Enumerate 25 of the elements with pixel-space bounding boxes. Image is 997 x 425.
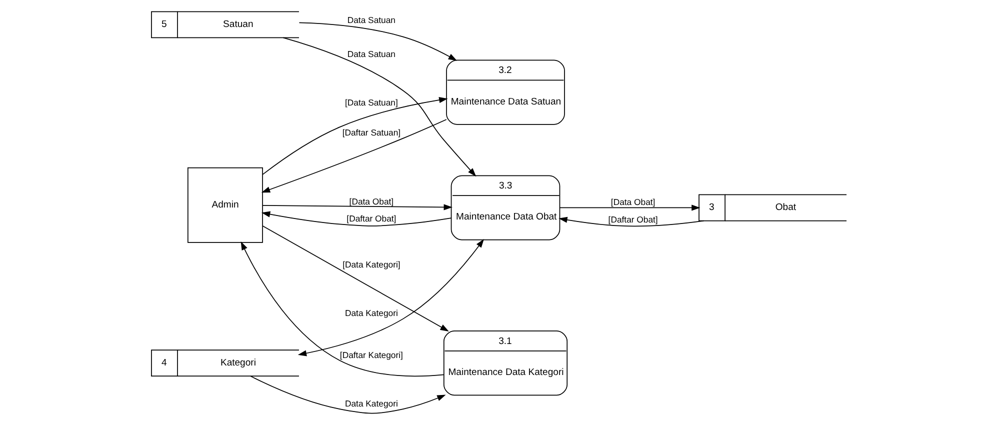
arrow — [558, 204, 700, 211]
edge-label: [Data Kategori] — [342, 260, 400, 270]
edge-label: [Data Obat] — [348, 196, 394, 206]
edge-label: Data Kategori — [344, 398, 398, 408]
edge-label: [Data Obat] — [610, 197, 655, 208]
arrow — [262, 97, 448, 175]
arrow — [282, 37, 476, 177]
arrow — [262, 204, 452, 210]
node-box: Admin — [186, 167, 262, 243]
edge-label: [Daftar Obat] — [608, 214, 658, 224]
arrow — [262, 226, 448, 332]
arrow — [297, 238, 484, 356]
arrow — [298, 22, 457, 61]
edge-label: [Daftar Kategori] — [339, 350, 402, 360]
edge-label: Data Kategori — [344, 308, 398, 318]
edge-label: [Daftar Obat] — [346, 214, 396, 224]
edge-label: Data Satuan — [346, 14, 396, 25]
arrow — [240, 241, 444, 377]
arrow — [260, 119, 446, 193]
edge-label: Data Satuan — [346, 48, 396, 59]
arrow — [260, 211, 452, 226]
arrow — [558, 216, 704, 227]
arrow — [250, 376, 446, 414]
edge-label: [Daftar Satuan] — [342, 128, 400, 138]
edge-label: [Data Satuan] — [344, 97, 398, 108]
